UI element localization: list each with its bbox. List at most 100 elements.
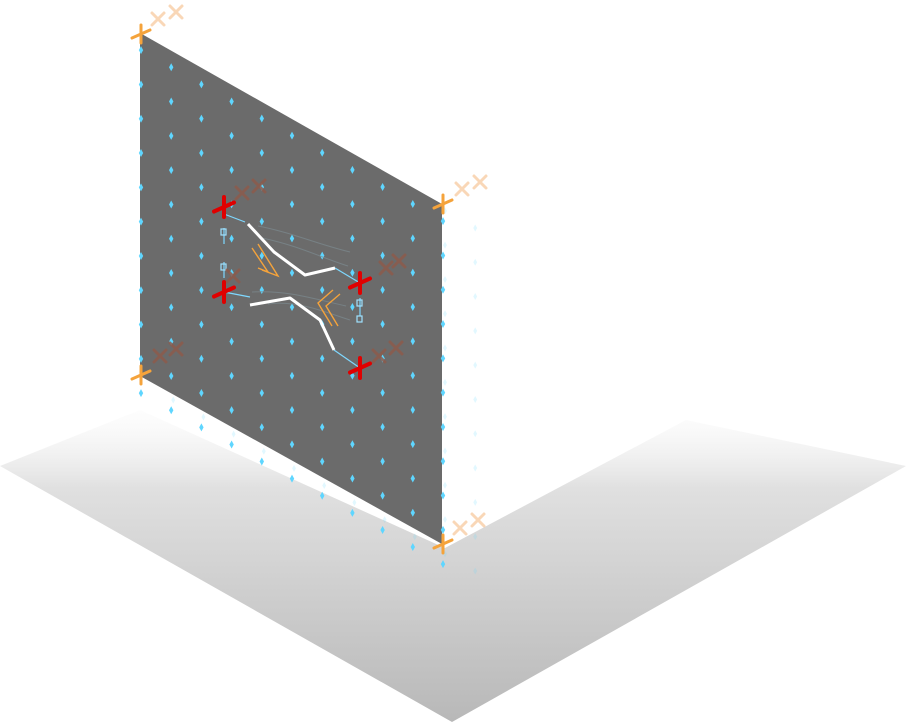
x-marker-icon	[150, 11, 166, 27]
grid-dot	[320, 388, 325, 397]
grid-dot	[380, 320, 385, 329]
ghost-dot	[443, 378, 447, 386]
grid-dot	[350, 165, 355, 174]
grid-dot	[410, 371, 415, 380]
ghost-dot	[443, 413, 447, 421]
grid-dot	[199, 354, 204, 363]
grid-dot	[380, 217, 385, 226]
grid-dot	[229, 131, 234, 140]
grid-dot	[320, 423, 325, 432]
grid-dot	[289, 165, 295, 174]
grid-dot	[350, 303, 355, 312]
grid-dot	[350, 474, 355, 483]
grid-dot	[440, 457, 446, 466]
grid-dot	[320, 217, 325, 226]
grid-dot	[350, 268, 355, 277]
ghost-dot	[443, 447, 447, 455]
grid-dot	[169, 371, 174, 380]
grid-dot	[350, 440, 355, 449]
ghost-dot	[473, 533, 478, 541]
grid-dot	[440, 525, 446, 534]
grid-dot	[410, 200, 415, 209]
grid-dot	[259, 388, 264, 397]
grid-dot	[199, 148, 204, 157]
faint-corner-x-markers	[150, 4, 488, 536]
grid-dot	[199, 423, 204, 432]
grid-dot	[380, 182, 385, 191]
ghost-dot	[382, 516, 387, 524]
grid-dot	[289, 131, 295, 140]
ghost-dot	[443, 481, 447, 489]
ghost-dot	[473, 567, 478, 575]
grid-dot	[138, 149, 144, 158]
ghost-dot	[473, 258, 478, 266]
ghost-dot	[443, 275, 447, 283]
grid-dot	[229, 97, 234, 106]
ghost-dot	[322, 481, 327, 489]
grid-dot	[350, 234, 355, 243]
x-marker-icon	[168, 4, 184, 20]
ghost-dot	[171, 396, 176, 404]
grid-dot	[259, 251, 264, 260]
grid-dot	[138, 320, 144, 329]
x-marker-icon	[251, 178, 267, 194]
grid-dot	[350, 405, 355, 414]
grid-dot	[350, 337, 355, 346]
grid-dot	[410, 543, 415, 552]
ghost-dot	[443, 241, 447, 249]
grid-dot	[199, 389, 204, 398]
x-marker-icon	[472, 174, 488, 190]
corner-plus-icon	[432, 533, 454, 555]
grid-dot	[289, 371, 295, 380]
grid-dot	[440, 354, 446, 363]
ghost-dot	[261, 447, 266, 455]
grid-dot	[169, 200, 174, 209]
grid-dot	[138, 114, 144, 123]
grid-dot	[350, 508, 355, 517]
grid-dot	[259, 320, 264, 329]
grid-dot	[199, 251, 204, 260]
grid-dot	[169, 131, 174, 140]
ghost-x-markers	[152, 178, 407, 364]
grid-dot	[440, 491, 446, 500]
x-marker-icon	[152, 348, 168, 364]
grid-dot	[259, 148, 264, 157]
ghost-dot	[443, 516, 447, 524]
grid-dot	[410, 474, 415, 483]
grid-dot	[169, 63, 174, 72]
grid-dot	[440, 217, 446, 226]
grid-dot	[289, 200, 295, 209]
grid-dot	[138, 80, 144, 89]
corner-plus-icon	[432, 193, 454, 215]
grid-dot	[138, 46, 144, 55]
grid-dot	[380, 525, 385, 534]
ghost-dot	[443, 310, 447, 318]
ghost-dot	[473, 361, 478, 369]
grid-dot	[289, 337, 295, 346]
corner-plus-markers	[130, 23, 454, 555]
grid-dot	[380, 388, 385, 397]
white-traces	[246, 222, 336, 351]
grid-dot	[229, 371, 234, 380]
grid-dot	[199, 217, 204, 226]
ghost-dot	[473, 293, 478, 301]
faint-traces	[251, 225, 351, 321]
grid-dot	[199, 183, 204, 192]
x-marker-icon	[371, 348, 387, 364]
grid-dot	[289, 268, 295, 277]
grid-dot	[440, 320, 446, 329]
ghost-dot	[473, 224, 478, 232]
grid-dot	[259, 423, 264, 432]
grid-dot	[380, 457, 385, 466]
ghost-dot	[473, 430, 478, 438]
ghost-dot	[473, 464, 478, 472]
grid-dot	[320, 183, 325, 192]
grid-dot	[440, 251, 446, 260]
ghost-dot	[443, 344, 447, 352]
grid-dot	[320, 285, 325, 294]
grid-dot	[440, 285, 446, 294]
chip-panel	[140, 33, 442, 544]
grid-dot	[259, 114, 264, 123]
ghost-dot	[292, 464, 296, 472]
grid-dot	[229, 303, 234, 312]
